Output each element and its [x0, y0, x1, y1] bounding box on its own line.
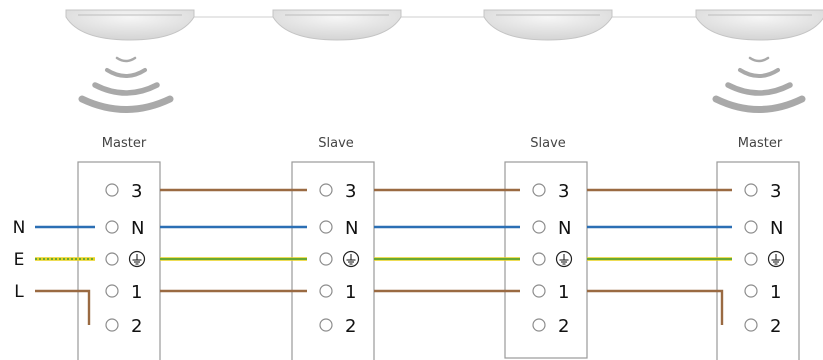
sensor-2	[272, 9, 402, 41]
terminals: 3N 1 2 3N 1 2 3N 1 2 3N 1 2	[105, 181, 785, 337]
terminal-hole-1-earth	[105, 252, 119, 266]
supply-label-l: L	[14, 282, 24, 302]
terminal-hole-2-n	[319, 220, 333, 234]
terminal-hole-4-2	[744, 318, 758, 332]
terminal-label-4-1: 1	[770, 282, 781, 303]
terminal-hole-1-1	[105, 284, 119, 298]
terminal-hole-4-1	[744, 284, 758, 298]
terminal-hole-4-n	[744, 220, 758, 234]
terminal-label-4-2: 2	[770, 316, 781, 337]
terminal-block-1	[77, 161, 161, 360]
terminal-label-1-1: 1	[131, 282, 142, 303]
terminal-label-1-n: N	[131, 218, 144, 239]
sensor-4	[695, 9, 823, 41]
supply-live-wire	[35, 289, 91, 325]
terminal-label-1-2: 2	[131, 316, 142, 337]
terminal-label-3-3: 3	[558, 181, 569, 202]
terminal-hole-2-2	[319, 318, 333, 332]
terminal-hole-1-2	[105, 318, 119, 332]
terminal-hole-3-earth	[532, 252, 546, 266]
terminal-hole-1-3	[105, 183, 119, 197]
terminal-hole-4-3	[744, 183, 758, 197]
terminal-label-2-2: 2	[345, 316, 356, 337]
sensor-label-4: Master	[738, 136, 783, 151]
supply-wires	[35, 225, 95, 325]
sensor-3	[483, 9, 613, 41]
terminal-hole-2-3	[319, 183, 333, 197]
earth-icon	[767, 250, 785, 268]
signal-waves-left	[78, 56, 174, 113]
bus-wires	[160, 188, 732, 325]
sensor-label-3: Slave	[530, 136, 566, 151]
terminal-label-3-1: 1	[558, 282, 569, 303]
terminal-hole-3-2	[532, 318, 546, 332]
terminal-block-4	[716, 161, 800, 360]
terminal-hole-1-n	[105, 220, 119, 234]
terminal-label-4-n: N	[770, 218, 783, 239]
earth-icon	[128, 250, 146, 268]
wire-1-seg-3	[587, 289, 724, 325]
terminal-label-2-1: 1	[345, 282, 356, 303]
earth-icon	[555, 250, 573, 268]
sensor-label-1: Master	[102, 136, 147, 151]
terminal-label-3-n: N	[558, 218, 571, 239]
terminal-hole-3-3	[532, 183, 546, 197]
terminal-hole-4-earth	[744, 252, 758, 266]
terminal-hole-2-earth	[319, 252, 333, 266]
supply-label-e: E	[14, 250, 25, 270]
terminal-label-4-3: 3	[770, 181, 781, 202]
terminal-block-2	[291, 161, 375, 360]
sensor-1	[65, 9, 195, 41]
terminal-label-2-n: N	[345, 218, 358, 239]
sensor-label-2: Slave	[318, 136, 354, 151]
terminal-label-3-2: 2	[558, 316, 569, 337]
signal-waves-right	[712, 56, 806, 113]
supply-label-n: N	[13, 218, 26, 238]
terminal-hole-3-1	[532, 284, 546, 298]
earth-icon	[342, 250, 360, 268]
terminal-hole-2-1	[319, 284, 333, 298]
terminal-label-2-3: 3	[345, 181, 356, 202]
terminal-hole-3-n	[532, 220, 546, 234]
terminal-label-1-3: 3	[131, 181, 142, 202]
